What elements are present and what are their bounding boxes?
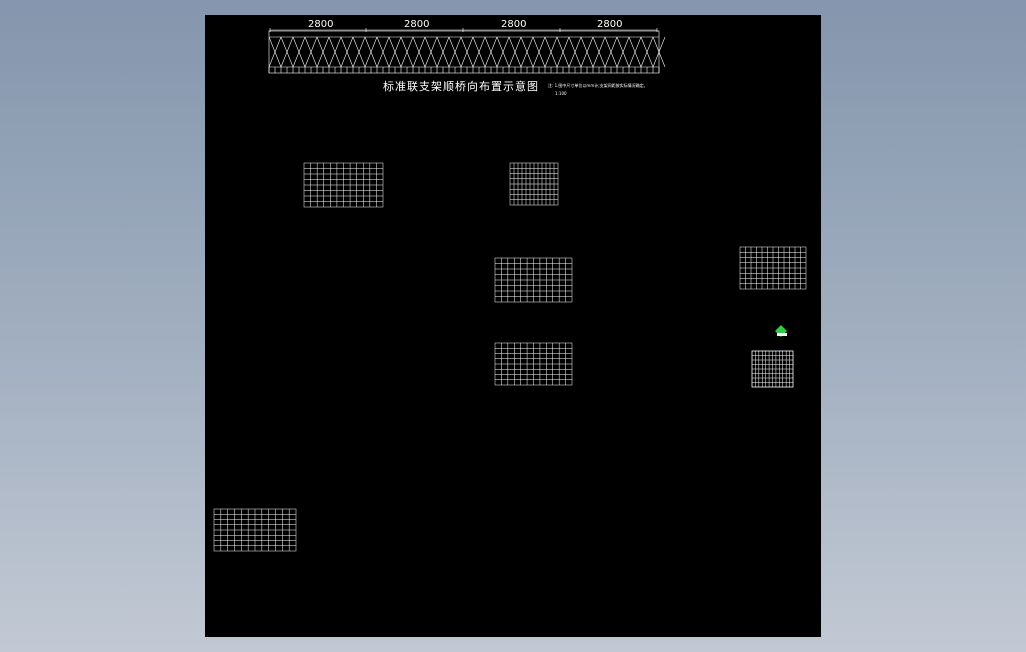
drawing-svg: 2800 2800 2800 2800 标准联支架顺桥向布置示意图 注: 1.图… (213, 19, 807, 552)
dim-label-4: 2800 (597, 19, 622, 30)
drawing-note: 注: 1.图中尺寸单位以mm计;支架间距按实际情况确定。 (548, 82, 648, 88)
drawing-title: 标准联支架顺桥向布置示意图 (383, 79, 539, 93)
detail-views (213, 162, 807, 552)
drawing-scale: 1:100 (555, 91, 567, 96)
drawing-canvas[interactable]: 2800 2800 2800 2800 标准联支架顺桥向布置示意图 注: 1.图… (205, 15, 821, 637)
dim-label-3: 2800 (501, 19, 526, 30)
dim-label-2: 2800 (404, 19, 429, 30)
dim-label-1: 2800 (308, 19, 333, 30)
green-marker-icon (775, 325, 787, 337)
elevation-strip (268, 28, 666, 74)
